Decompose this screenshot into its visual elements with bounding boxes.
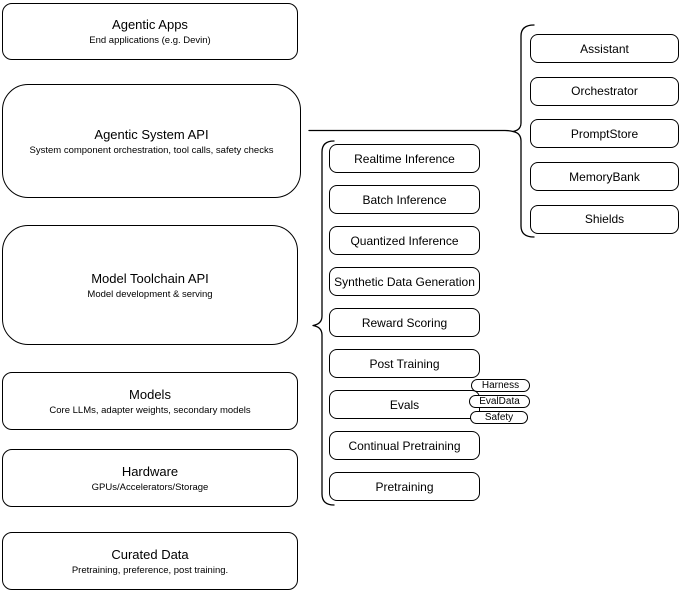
toolchain-item-synthetic-data-generation: Synthetic Data Generation [329,267,480,296]
toolchain-item-batch-inference: Batch Inference [329,185,480,214]
node-title: Models [129,386,171,402]
toolchain-item-quantized-inference: Quantized Inference [329,226,480,255]
node-hardware: Hardware GPUs/Accelerators/Storage [2,449,298,507]
node-title: Agentic Apps [112,17,188,32]
toolchain-item-post-training: Post Training [329,349,480,378]
toolchain-item-evals: Evals [329,390,480,419]
node-subtitle: End applications (e.g. Devin) [89,35,211,46]
component-promptstore: PromptStore [530,119,679,149]
node-model-toolchain-api: Model Toolchain API Model development & … [2,225,298,345]
component-assistant: Assistant [530,34,679,63]
node-subtitle: Core LLMs, adapter weights, secondary mo… [49,404,251,416]
evals-tag-evaldata: EvalData [469,395,530,408]
component-orchestrator: Orchestrator [530,76,679,106]
toolchain-item-continual-pretraining: Continual Pretraining [329,431,480,460]
toolchain-item-pretraining: Pretraining [329,472,480,501]
node-agentic-system-api: Agentic System API System component orch… [2,84,301,198]
node-models: Models Core LLMs, adapter weights, secon… [2,372,298,430]
evals-tag-safety: Safety [470,411,528,424]
evals-tag-harness: Harness [471,379,530,392]
component-memorybank: MemoryBank [530,162,679,192]
node-subtitle: System component orchestration, tool cal… [29,144,274,156]
node-title: Hardware [121,463,179,479]
node-title: Model Toolchain API [91,270,209,286]
node-subtitle: GPUs/Accelerators/Storage [91,481,209,493]
node-agentic-apps: Agentic Apps End applications (e.g. Devi… [2,3,298,60]
node-title: Curated Data [111,546,189,562]
toolchain-item-reward-scoring: Reward Scoring [329,308,480,337]
toolchain-item-realtime-inference: Realtime Inference [329,144,480,173]
component-shields: Shields [530,204,679,234]
system-api-connector-line [308,129,514,133]
node-curated-data: Curated Data Pretraining, preference, po… [2,532,298,590]
node-title: Agentic System API [94,126,209,142]
node-subtitle: Model development & serving [87,288,213,300]
node-subtitle: Pretraining, preference, post training. [71,564,229,576]
